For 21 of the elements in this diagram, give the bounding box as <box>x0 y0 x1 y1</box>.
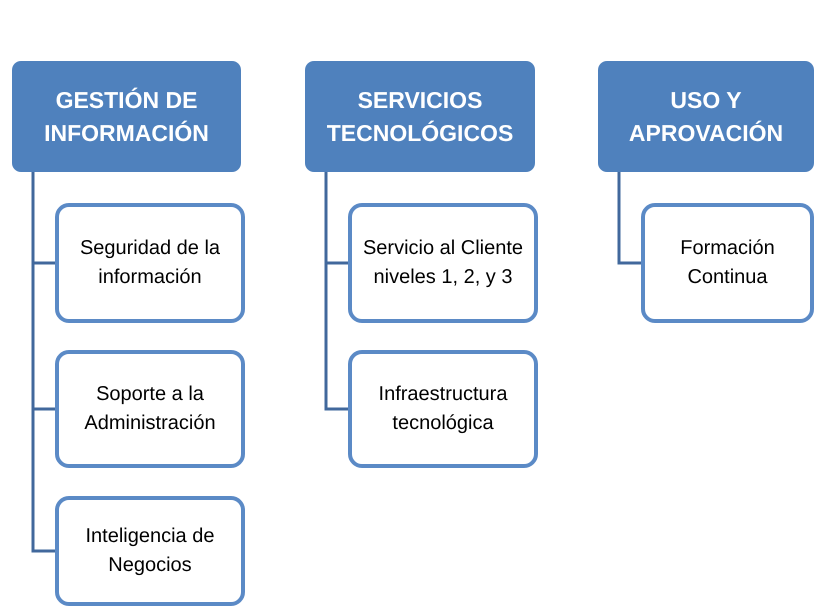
item-text: Formación Continua <box>679 236 776 290</box>
item-box <box>348 203 538 323</box>
header-text: SERVICIOS TECNOLÓGICOS <box>326 86 514 148</box>
category-header-box <box>598 61 814 172</box>
item-box <box>641 203 814 323</box>
category-header-box <box>305 61 535 172</box>
connector-line <box>324 172 348 410</box>
item-text: Inteligencia de Negocios <box>84 524 216 578</box>
item-box <box>55 496 245 606</box>
item-box <box>55 350 245 468</box>
item-text: Seguridad de la información <box>78 236 222 290</box>
header-text: GESTIÓN DE INFORMACIÓN <box>43 86 210 148</box>
item-text: Infraestructura tecnológica <box>378 382 508 436</box>
item-box <box>348 350 538 468</box>
connector-line <box>32 172 55 552</box>
header-text: USO Y APROVACIÓN <box>628 86 784 148</box>
connector-line <box>618 172 641 264</box>
item-box <box>55 203 245 323</box>
item-text: Soporte a la Administración <box>83 382 217 436</box>
item-text: Servicio al Cliente niveles 1, 2, y 3 <box>362 236 524 290</box>
category-header-box <box>12 61 241 172</box>
